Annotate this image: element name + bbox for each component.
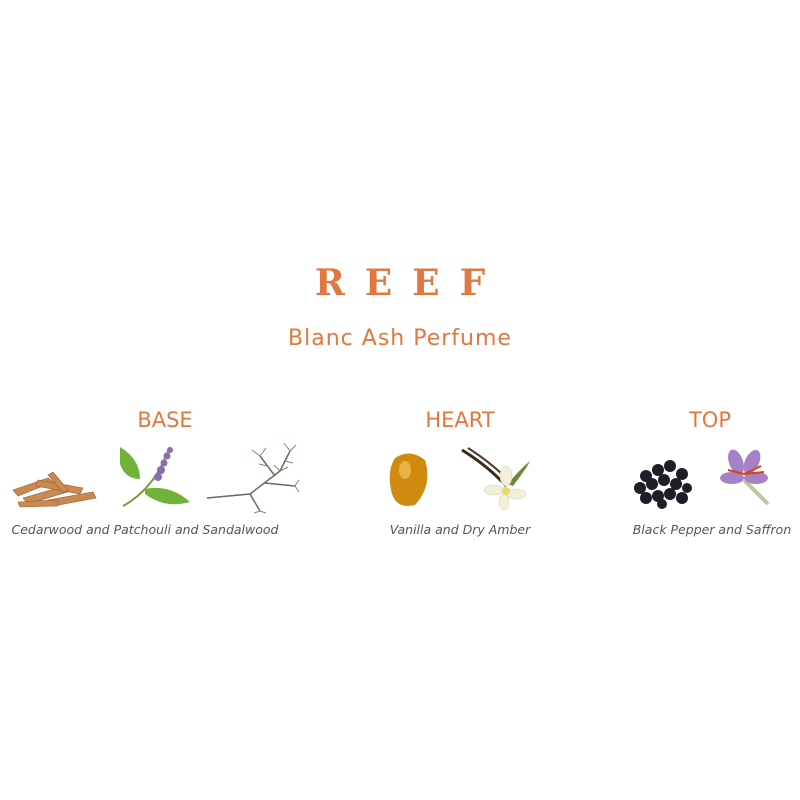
heart-heading: HEART [425,408,495,432]
top-description: Black Pepper and Saffron [632,522,792,537]
base-heading: BASE [137,408,193,432]
top-heading: TOP [688,408,732,432]
wood-chips-icon [12,471,97,508]
amber-stone-icon [389,453,428,506]
pine-branch-icon [206,442,300,514]
patchouli-icon [120,446,190,507]
base-description: Cedarwood and Patchouli and Sandalwood [11,522,279,537]
brand-title: REEF [314,262,506,304]
product-name: Blanc Ash Perfume [288,326,512,351]
heart-description: Vanilla and Dry Amber [389,522,531,537]
black-pepper-icon [634,460,692,509]
vanilla-flower-icon [461,447,530,511]
saffron-flower-icon [720,449,770,506]
